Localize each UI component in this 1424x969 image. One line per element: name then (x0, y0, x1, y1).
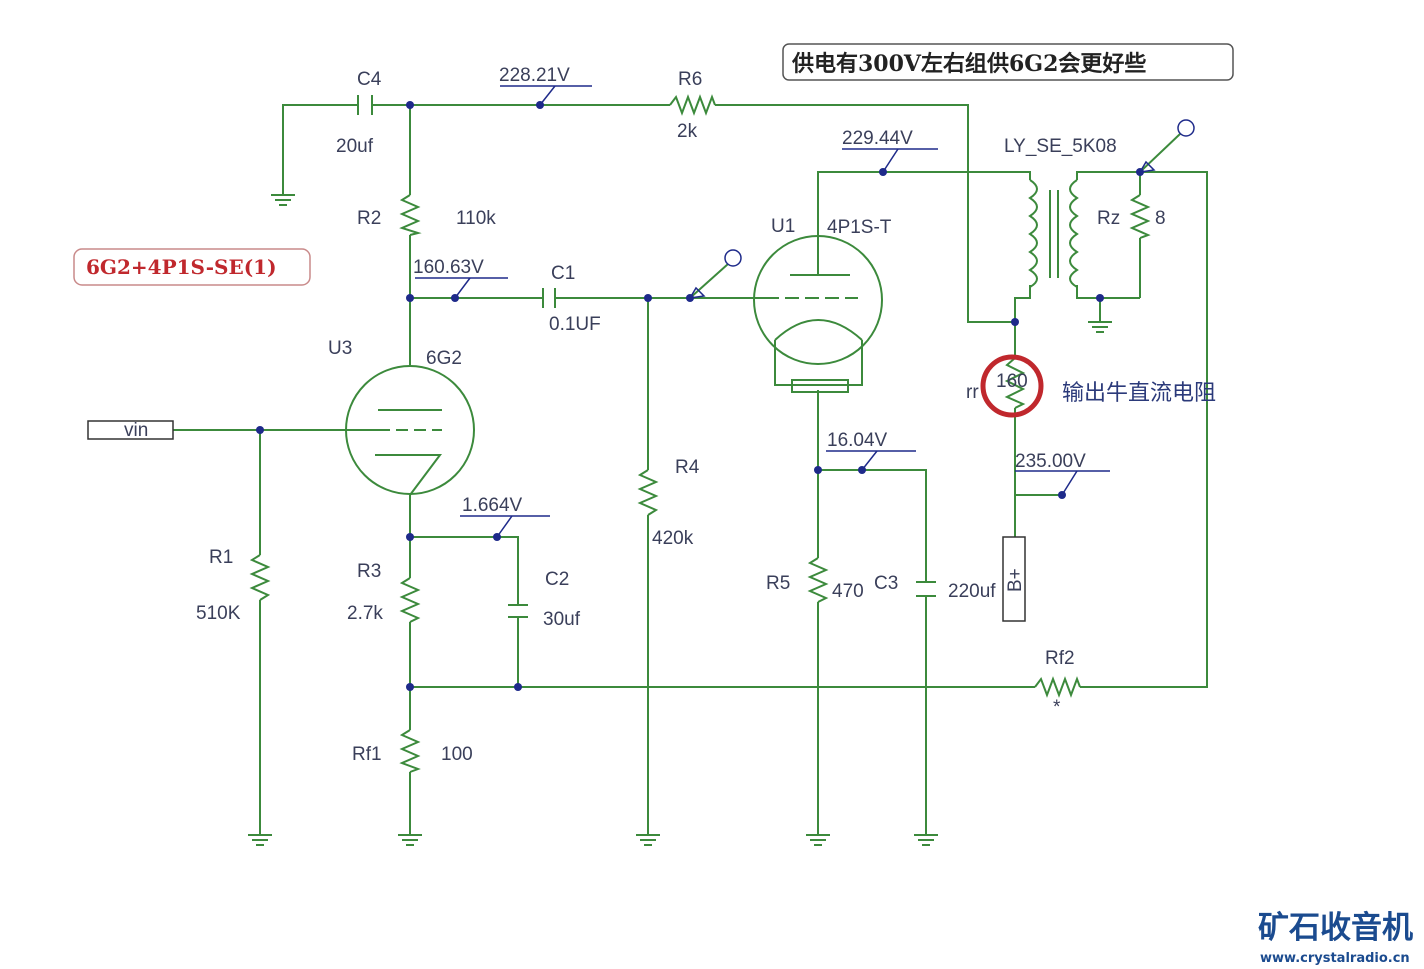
svg-text:110k: 110k (456, 208, 496, 229)
svg-text:C2: C2 (545, 569, 569, 590)
svg-text:16.04V: 16.04V (827, 430, 888, 451)
svg-text:100: 100 (441, 744, 473, 765)
tube-u3 (345, 365, 475, 496)
resistor-r3 (399, 577, 421, 623)
svg-text:R3: R3 (357, 561, 381, 582)
svg-text:6G2: 6G2 (426, 348, 462, 369)
svg-text:R5: R5 (766, 573, 790, 594)
svg-text:B+: B+ (1005, 568, 1026, 592)
resistors (249, 94, 1151, 773)
svg-text:*: * (1053, 697, 1061, 718)
resistor-r5 (807, 557, 829, 603)
svg-text:Rf1: Rf1 (352, 744, 382, 765)
ground-icon (636, 834, 660, 846)
svg-text:R4: R4 (675, 457, 700, 478)
probe-icon (688, 249, 742, 299)
svg-text:Rz: Rz (1097, 208, 1120, 229)
svg-text:8: 8 (1155, 208, 1166, 229)
svg-text:1.664V: 1.664V (462, 495, 523, 516)
b-plus-supply: B+ (1002, 536, 1026, 622)
svg-text:R6: R6 (678, 69, 702, 90)
voltage-labels: 228.21V 160.63V 229.44V 1.664V 16.04V 23… (413, 65, 1086, 516)
svg-text:矿石收音机: 矿石收音机 (1258, 910, 1413, 946)
resistor-r4 (637, 469, 659, 516)
svg-text:160.63V: 160.63V (413, 257, 484, 278)
svg-text:C4: C4 (357, 69, 382, 90)
svg-text:LY_SE_5K08: LY_SE_5K08 (1004, 136, 1117, 157)
capacitor-c3 (916, 581, 936, 597)
supply-note: 供电有300V左右组供6G2会更好些 (782, 43, 1234, 81)
junction-nodes (256, 101, 1144, 691)
probe-icon (1138, 119, 1195, 173)
ground-icon (271, 194, 295, 206)
resistor-r2 (399, 194, 422, 236)
voltage-markers (415, 85, 1110, 538)
capacitor-c1 (542, 288, 556, 308)
capacitor-c2 (508, 604, 528, 618)
svg-text:235.00V: 235.00V (1015, 451, 1086, 472)
svg-text:160: 160 (996, 371, 1028, 392)
resistor-rf2 (1034, 676, 1081, 698)
svg-text:Rf2: Rf2 (1045, 648, 1075, 669)
svg-text:供电有300V左右组供6G2会更好些: 供电有300V左右组供6G2会更好些 (791, 51, 1146, 77)
grounds (248, 194, 1112, 846)
svg-text:420k: 420k (652, 528, 694, 549)
svg-text:2k: 2k (677, 121, 698, 142)
resistor-r6 (669, 94, 716, 116)
resistor-rf1 (399, 729, 421, 773)
resistor-rr (1004, 357, 1026, 409)
svg-text:6G2+4P1S-SE(1): 6G2+4P1S-SE(1) (86, 255, 277, 279)
capacitors (357, 95, 936, 618)
ground-icon (398, 834, 422, 846)
capacitor-c4 (357, 95, 373, 115)
circuit-name-label: 6G2+4P1S-SE(1) (73, 248, 311, 286)
svg-text:rr: rr (966, 382, 979, 403)
ground-icon (806, 834, 830, 846)
vin-input-port: vin (87, 420, 174, 441)
ground-icon (1088, 321, 1112, 333)
svg-text:0.1UF: 0.1UF (549, 314, 601, 335)
highlight-circle (980, 354, 1044, 418)
svg-text:220uf: 220uf (948, 581, 996, 602)
ground-icon (914, 834, 938, 846)
svg-text:20uf: 20uf (336, 136, 374, 157)
svg-text:2.7k: 2.7k (347, 603, 383, 624)
svg-text:470: 470 (832, 581, 864, 602)
resistor-rz (1129, 194, 1151, 239)
ground-icon (248, 834, 272, 846)
svg-text:C1: C1 (551, 263, 575, 284)
resistor-r1 (249, 554, 271, 601)
svg-text:U1: U1 (771, 216, 795, 237)
svg-text:30uf: 30uf (543, 609, 581, 630)
watermark-logo: 矿石收音机 www.crystalradio.cn (1258, 910, 1413, 966)
component-labels: C4 20uf R6 2k R2 110k C1 0.1UF U3 6G2 U1… (196, 69, 1166, 765)
transformer (1028, 179, 1079, 288)
svg-text:228.21V: 228.21V (499, 65, 570, 86)
dc-resistance-annotation: 输出牛直流电阻 (1062, 381, 1216, 406)
svg-text:www.crystalradio.cn: www.crystalradio.cn (1260, 951, 1410, 966)
svg-text:C3: C3 (874, 573, 898, 594)
svg-text:4P1S-T: 4P1S-T (827, 217, 892, 238)
svg-text:510K: 510K (196, 603, 241, 624)
tube-u1 (753, 235, 883, 393)
svg-text:vin: vin (124, 420, 148, 441)
svg-text:U3: U3 (328, 338, 352, 359)
svg-text:229.44V: 229.44V (842, 128, 913, 149)
svg-text:R1: R1 (209, 547, 233, 568)
svg-text:R2: R2 (357, 208, 381, 229)
